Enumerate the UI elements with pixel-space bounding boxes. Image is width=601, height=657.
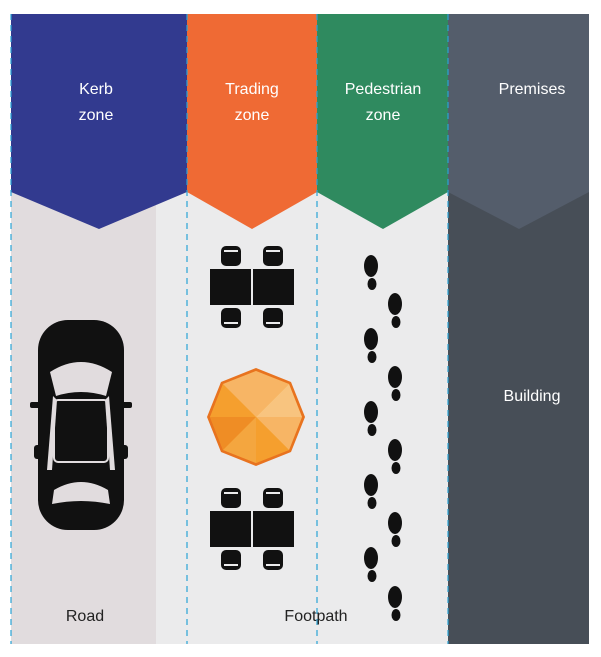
umbrella-icon — [207, 368, 305, 466]
kerb-zone-label-line1: Kerb — [79, 81, 113, 98]
building-label: Building — [504, 388, 561, 405]
road-label: Road — [66, 608, 104, 625]
pedestrian-zone-label-line1: Pedestrian — [345, 81, 422, 98]
premises-zone-banner — [448, 14, 589, 229]
trading-zone-label-line1: Trading — [225, 81, 279, 98]
trading-zone-label-line2: zone — [235, 107, 270, 124]
trading-zone-banner — [187, 14, 317, 229]
pedestrian-zone-label-line2: zone — [366, 107, 401, 124]
car-icon — [30, 320, 132, 530]
kerb-zone-label-line2: zone — [79, 107, 114, 124]
premises-zone-label: Premises — [499, 81, 566, 98]
kerb-zone-banner — [11, 14, 187, 229]
footpath-label: Footpath — [284, 608, 347, 625]
pedestrian-zone-banner — [317, 14, 448, 229]
